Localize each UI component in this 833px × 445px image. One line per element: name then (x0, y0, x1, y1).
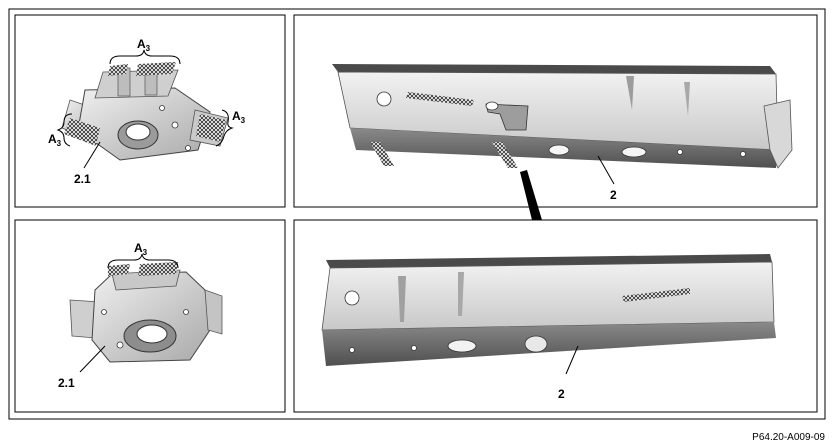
panel-bottom-right-frame (293, 219, 818, 413)
zone-label: A (137, 37, 146, 51)
panel-top-right-frame (293, 14, 818, 208)
svg-text:A3: A3 (48, 132, 62, 148)
zone-sub: 3 (143, 248, 148, 257)
zoom-wedge-icon (520, 170, 542, 220)
brace-right (215, 109, 234, 147)
brace-top (109, 49, 181, 65)
zone-label: A (134, 241, 143, 255)
zone-label: A (48, 132, 57, 146)
leader-line (565, 345, 579, 375)
svg-text:A3: A3 (134, 241, 148, 257)
adhesive-zone-hatch-icon (370, 142, 394, 166)
svg-text:A3: A3 (232, 109, 246, 125)
leader-line (83, 141, 101, 169)
zone-sub: 3 (241, 116, 246, 125)
adhesive-zone-hatch-icon (196, 114, 226, 142)
zone-label: A (232, 109, 241, 123)
zone-sub: 3 (57, 139, 62, 148)
panel-top-left-frame (14, 14, 286, 208)
adhesive-zone-hatch-icon (136, 62, 176, 76)
outer-frame (8, 8, 826, 420)
adhesive-zone-hatch-icon (138, 262, 178, 276)
callout-2-top: 2 (610, 188, 617, 202)
zone-sub: 3 (146, 44, 151, 53)
bracket-part-bottom (69, 262, 223, 363)
brace-left (56, 113, 73, 147)
adhesive-zone-hatch-icon (64, 118, 100, 146)
callout-2-1-bottom: 2.1 (58, 376, 75, 390)
adhesive-zone-hatch-icon (406, 92, 474, 106)
adhesive-zone-hatch-icon (492, 142, 518, 168)
callout-2-1-top: 2.1 (74, 172, 91, 186)
leader-line (597, 155, 615, 185)
figure-reference-id: P64.20-A009-09 (752, 432, 825, 443)
rail-part-top (332, 64, 793, 169)
svg-text:A3: A3 (137, 37, 151, 53)
callout-2-bottom: 2 (558, 387, 565, 401)
panel-bottom-left-frame (14, 219, 286, 413)
brace-top-bottom (107, 253, 179, 269)
rail-part-bottom (321, 254, 776, 366)
adhesive-zone-hatch-icon (108, 64, 128, 76)
leader-line (79, 345, 106, 373)
bracket-part-top (61, 62, 229, 161)
adhesive-zone-hatch-icon (622, 288, 690, 302)
adhesive-zone-hatch-icon (108, 264, 130, 276)
